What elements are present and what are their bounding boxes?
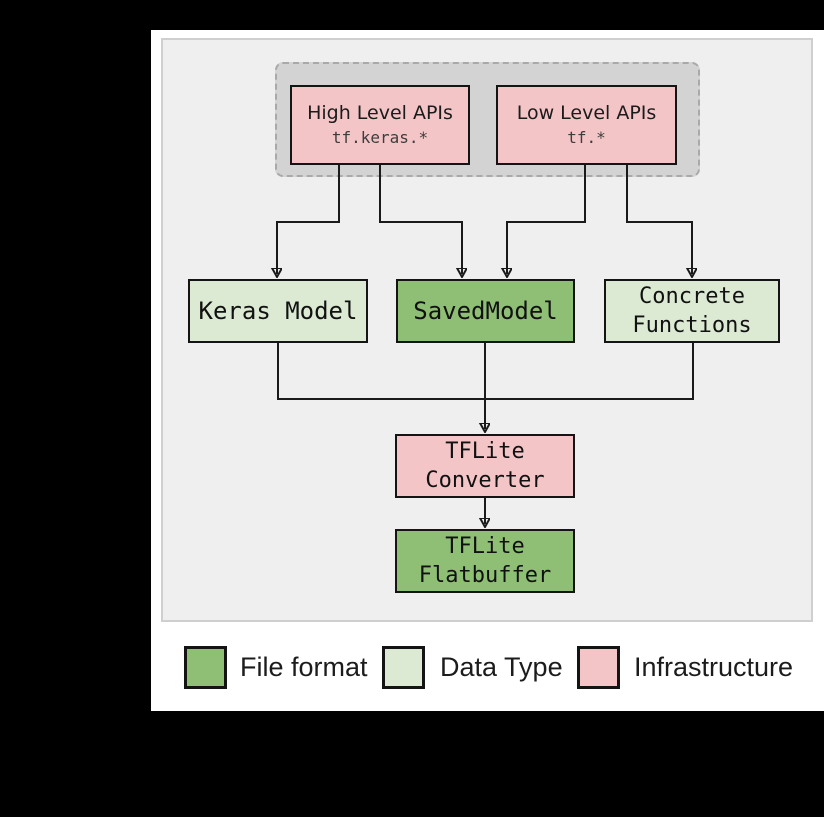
high-level-apis-code: tf.keras.* — [331, 128, 429, 147]
figure-panel: High Level APIs tf.keras.* Low Level API… — [151, 30, 824, 711]
edge-high-to-keras — [277, 165, 340, 274]
saved-model-label: SavedModel — [413, 297, 558, 325]
edge-low-to-concrete — [626, 165, 692, 274]
node-saved-model: SavedModel — [396, 279, 575, 343]
low-level-apis-code: tf.* — [567, 128, 606, 147]
node-low-level-apis: Low Level APIs tf.* — [496, 85, 677, 165]
tflite-converter-label: TFLite Converter — [425, 439, 545, 493]
node-tflite-flatbuffer: TFLite Flatbuffer — [395, 529, 575, 593]
legend-label-file-format: File format — [240, 652, 368, 682]
keras-model-label: Keras Model — [198, 297, 358, 325]
legend-swatch-infrastructure — [577, 646, 620, 689]
concrete-functions-label: Concrete Functions — [632, 284, 752, 338]
legend-swatch-file-format — [184, 646, 227, 689]
node-keras-model: Keras Model — [188, 279, 368, 343]
node-tflite-converter: TFLite Converter — [395, 434, 575, 498]
node-high-level-apis: High Level APIs tf.keras.* — [290, 85, 470, 165]
legend-label-infrastructure: Infrastructure — [634, 652, 794, 682]
edge-high-to-saved — [379, 165, 462, 274]
edge-merge-bus — [277, 343, 694, 400]
legend-swatch-data-type — [382, 646, 425, 689]
tflite-conversion-diagram: High Level APIs tf.keras.* Low Level API… — [161, 38, 813, 622]
edge-low-to-saved — [507, 165, 586, 274]
low-level-apis-title: Low Level APIs — [516, 102, 657, 124]
high-level-apis-title: High Level APIs — [307, 102, 453, 124]
node-concrete-functions: Concrete Functions — [604, 279, 780, 343]
tflite-flatbuffer-label: TFLite Flatbuffer — [418, 534, 552, 588]
legend-label-data-type: Data Type — [440, 652, 563, 682]
